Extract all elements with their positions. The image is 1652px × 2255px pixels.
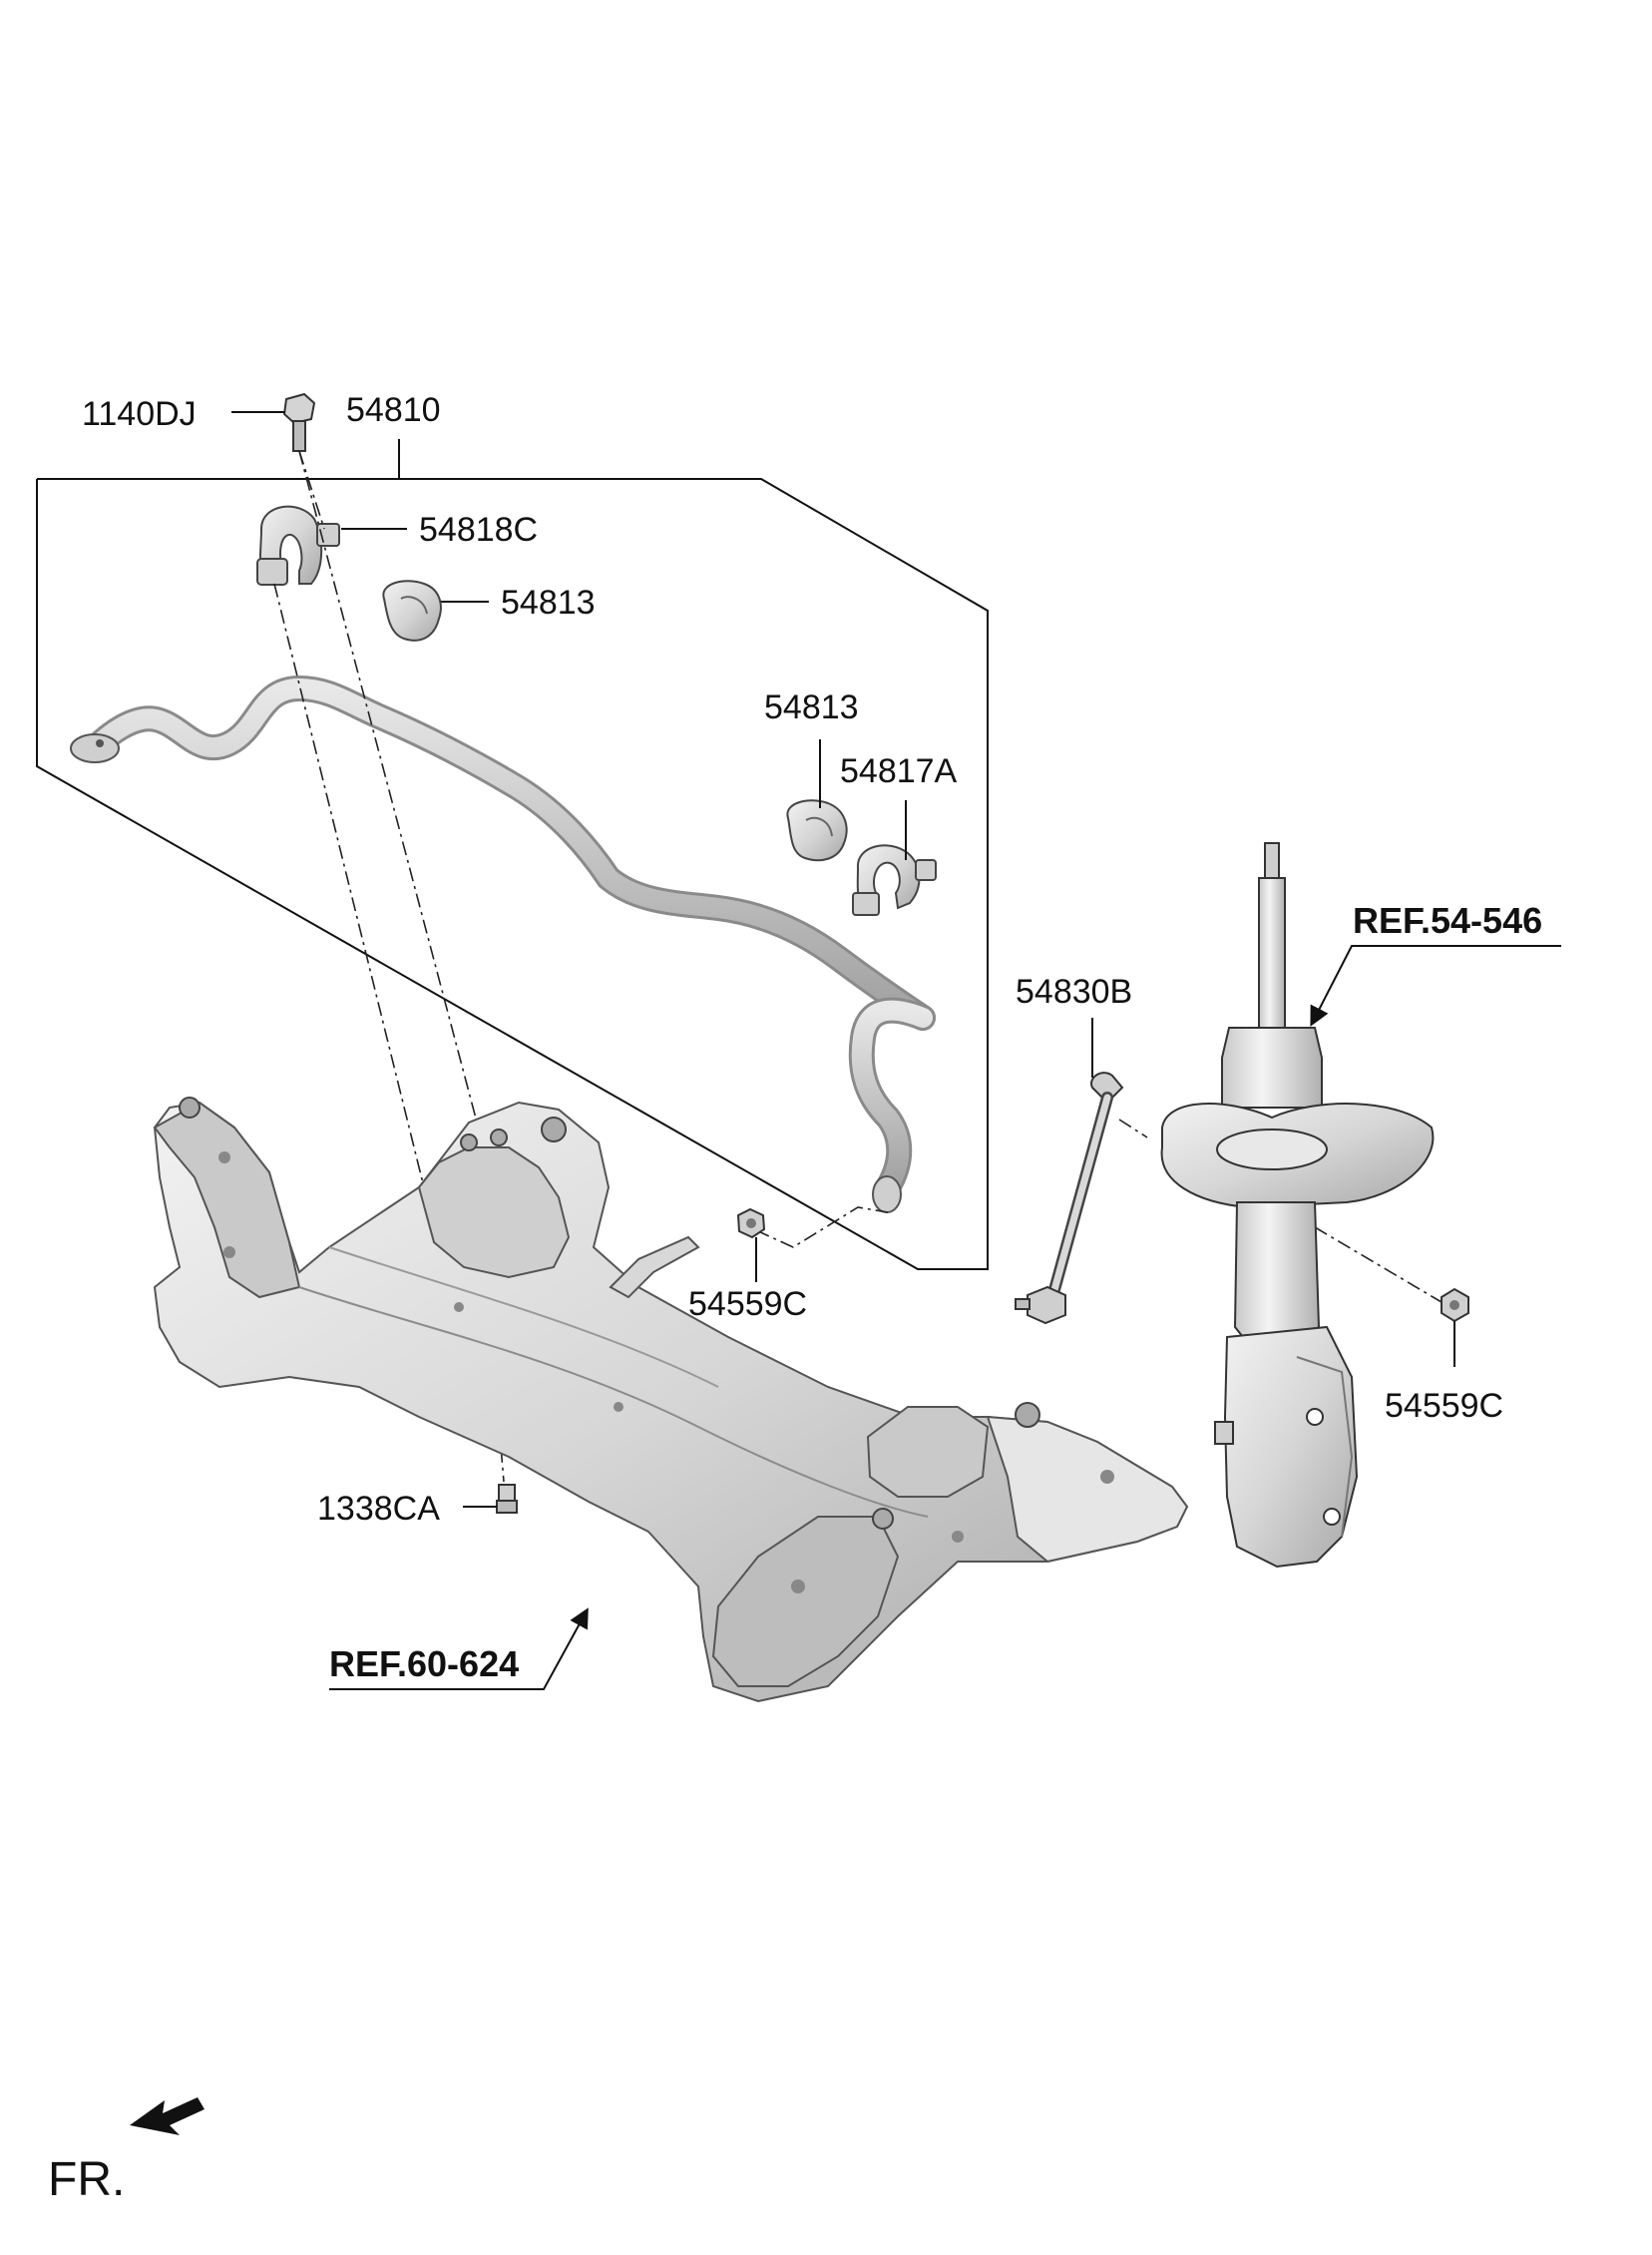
label-1140dj: 1140DJ [82,395,197,433]
strut-assembly [1160,842,1435,1569]
nut-right [1441,1287,1469,1323]
label-54559c-center: 54559C [688,1285,807,1323]
label-54813-right: 54813 [764,688,859,726]
nut-center [736,1207,766,1239]
label-ref-60-624: REF.60-624 [329,1643,519,1684]
stabilizer-bar-assembly-outline [36,439,989,1270]
leader-lines [231,411,1561,1690]
stabilizer-link [1015,1072,1124,1325]
label-54559c-right: 54559C [1385,1387,1503,1425]
stabilizer-bar [70,675,936,1213]
label-54810: 54810 [346,391,441,429]
bracket-upper [256,505,340,586]
label-54818c: 54818C [419,511,538,549]
label-1338ca: 1338CA [317,1490,440,1528]
bolt-1140dj [282,392,316,452]
label-54817a: 54817A [840,752,958,790]
bushing-right [786,799,848,862]
bracket-right [852,844,937,916]
front-crossmember [153,1097,1189,1703]
bolt-1338ca [496,1484,518,1514]
front-arrow-icon [130,2097,205,2135]
label-54813-upper: 54813 [501,584,596,622]
bushing-upper [382,580,442,642]
label-ref-54-546: REF.54-546 [1353,900,1542,941]
label-54830b: 54830B [1016,973,1132,1011]
label-front: FR. [48,2153,125,2206]
